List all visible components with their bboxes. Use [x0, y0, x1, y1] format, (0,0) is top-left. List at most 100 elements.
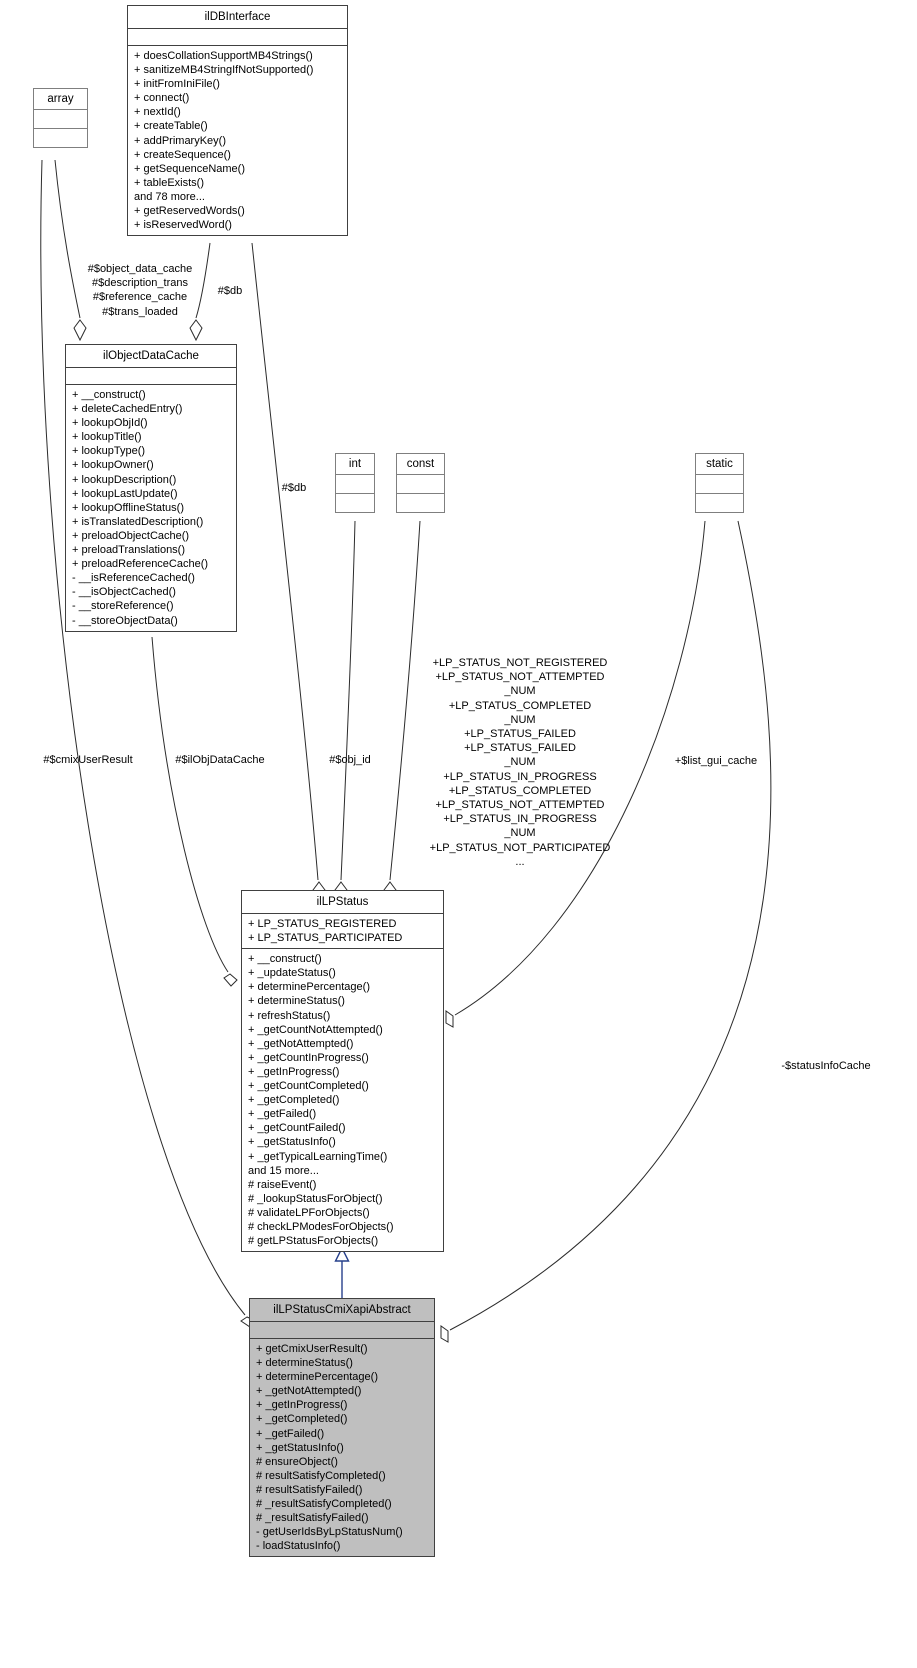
method-row: + _getCountFailed() [248, 1122, 346, 1135]
method-row: + _getTypicalLearningTime() [248, 1150, 388, 1163]
method-row: # checkLPModesForObjects() [248, 1220, 394, 1233]
class-methods-array [34, 129, 87, 147]
class-attributes-illpstatus: + LP_STATUS_REGISTERED + LP_STATUS_PARTI… [242, 914, 443, 948]
method-row-more: and 78 more... [134, 190, 205, 203]
method-row: + __construct() [72, 389, 146, 401]
edge-label-object-data-cache-fields: #$object_data_cache #$description_trans … [87, 263, 193, 318]
class-title-illpstatuscmixapiabstract: ilLPStatusCmiXapiAbstract [273, 1304, 411, 1316]
edge-label-status-info-cache: -$statusInfoCache [781, 1060, 871, 1072]
method-row: + createSequence() [134, 148, 231, 161]
method-row: - __storeObjectData() [72, 614, 178, 627]
method-row: + _getNotAttempted() [256, 1385, 362, 1398]
class-attributes-static [696, 475, 743, 493]
method-row: + addPrimaryKey() [134, 134, 227, 147]
method-row: + _updateStatus() [248, 967, 336, 980]
method-row: + createTable() [134, 120, 208, 133]
class-attributes-ildbinterface [128, 29, 347, 45]
method-row: + determinePercentage() [248, 981, 370, 994]
method-row: # _resultSatisfyFailed() [256, 1512, 369, 1525]
class-box-ilobjectdatacache[interactable]: ilObjectDataCache + __construct() + dele… [65, 344, 237, 632]
method-row: - loadStatusInfo() [256, 1540, 341, 1553]
method-row: + doesCollationSupportMB4Strings() [134, 50, 313, 62]
method-row: + isReservedWord() [134, 219, 232, 232]
method-row: # resultSatisfyCompleted() [256, 1469, 386, 1482]
method-row: + lookupLastUpdate() [72, 487, 178, 500]
method-row: + determineStatus() [256, 1357, 353, 1370]
edge-label-lp-status-constants: +LP_STATUS_NOT_REGISTERED +LP_STATUS_NOT… [429, 657, 611, 868]
class-title-illpstatus: ilLPStatus [316, 896, 369, 908]
method-row: + _getFailed() [248, 1108, 317, 1121]
class-title-static: static [706, 458, 733, 470]
method-row: + lookupDescription() [72, 473, 177, 486]
method-row: + nextId() [134, 106, 181, 119]
attribute-row: + LP_STATUS_REGISTERED [248, 918, 397, 930]
class-attributes-array [34, 110, 87, 128]
edge-label-list-gui-cache: +$list_gui_cache [674, 755, 758, 767]
method-row: + tableExists() [134, 176, 204, 189]
method-row: # getLPStatusForObjects() [248, 1235, 379, 1248]
method-row: + isTranslatedDescription() [72, 515, 204, 528]
edge-label-db-mid: #$db [281, 482, 307, 494]
class-box-const[interactable]: const [396, 453, 445, 513]
method-row: # resultSatisfyFailed() [256, 1483, 363, 1496]
method-row: + getSequenceName() [134, 162, 245, 175]
class-box-illpstatus[interactable]: ilLPStatus + LP_STATUS_REGISTERED + LP_S… [241, 890, 444, 1253]
method-row-more: and 15 more... [248, 1164, 319, 1177]
class-attributes-int [336, 475, 374, 493]
method-row: + _getFailed() [256, 1427, 325, 1440]
class-methods-illpstatuscmixapiabstract: + getCmixUserResult() + determineStatus(… [250, 1339, 434, 1556]
method-row: # raiseEvent() [248, 1178, 317, 1191]
edge-label-db-top: #$db [217, 285, 243, 297]
class-methods-illpstatus: + __construct() + _updateStatus() + dete… [242, 949, 443, 1251]
method-row: + getReservedWords() [134, 205, 245, 218]
class-box-array[interactable]: array [33, 88, 88, 148]
method-row: + lookupTitle() [72, 431, 142, 444]
method-row: + _getCompleted() [248, 1094, 340, 1107]
class-title-ildbinterface: ilDBInterface [204, 11, 271, 23]
method-row: + getCmixUserResult() [256, 1343, 368, 1355]
edge-label-ilobjdatacache: #$ilObjDataCache [175, 754, 265, 766]
method-row: - getUserIdsByLpStatusNum() [256, 1526, 403, 1539]
class-box-illpstatuscmixapiabstract[interactable]: ilLPStatusCmiXapiAbstract + getCmixUserR… [249, 1298, 435, 1558]
class-attributes-const [397, 475, 444, 493]
method-row: - __isObjectCached() [72, 586, 176, 599]
method-row: + lookupType() [72, 445, 146, 458]
class-methods-ilobjectdatacache: + __construct() + deleteCachedEntry() + … [66, 385, 236, 631]
method-row: + _getCountNotAttempted() [248, 1023, 383, 1036]
class-methods-int [336, 494, 374, 512]
method-row: + determineStatus() [248, 995, 345, 1008]
class-title-int: int [348, 458, 362, 470]
method-row: # _lookupStatusForObject() [248, 1192, 383, 1205]
method-row: + connect() [134, 92, 190, 105]
method-row: + _getInProgress() [248, 1065, 340, 1078]
class-title-array: array [47, 93, 74, 105]
edge-label-cmix-user-result: #$cmixUserResult [43, 754, 133, 766]
method-row: + _getCountCompleted() [248, 1080, 369, 1093]
class-box-static[interactable]: static [695, 453, 744, 513]
method-row: + refreshStatus() [248, 1009, 331, 1022]
method-row: + initFromIniFile() [134, 78, 220, 91]
method-row: # validateLPForObjects() [248, 1206, 370, 1219]
method-row: - __isReferenceCached() [72, 572, 195, 585]
method-row: # _resultSatisfyCompleted() [256, 1498, 392, 1511]
class-methods-const [397, 494, 444, 512]
method-row: + lookupObjId() [72, 417, 148, 430]
method-row: + deleteCachedEntry() [72, 403, 183, 416]
method-row: + _getCompleted() [256, 1413, 348, 1426]
method-row: + _getStatusInfo() [256, 1441, 344, 1454]
class-attributes-ilobjectdatacache [66, 368, 236, 384]
method-row: + __construct() [248, 953, 322, 966]
class-box-ildbinterface[interactable]: ilDBInterface + doesCollationSupportMB4S… [127, 5, 348, 237]
method-row: + preloadReferenceCache() [72, 558, 209, 571]
class-methods-ildbinterface: + doesCollationSupportMB4Strings() + san… [128, 46, 347, 235]
class-attributes-illpstatuscmixapiabstract [250, 1322, 434, 1338]
class-box-int[interactable]: int [335, 453, 375, 513]
class-title-const: const [406, 458, 435, 470]
method-row: # ensureObject() [256, 1455, 338, 1468]
class-title-ilobjectdatacache: ilObjectDataCache [103, 350, 199, 362]
method-row: + sanitizeMB4StringIfNotSupported() [134, 64, 314, 77]
method-row: + _getStatusInfo() [248, 1136, 336, 1149]
method-row: + _getNotAttempted() [248, 1037, 354, 1050]
attribute-row: + LP_STATUS_PARTICIPATED [248, 932, 403, 945]
